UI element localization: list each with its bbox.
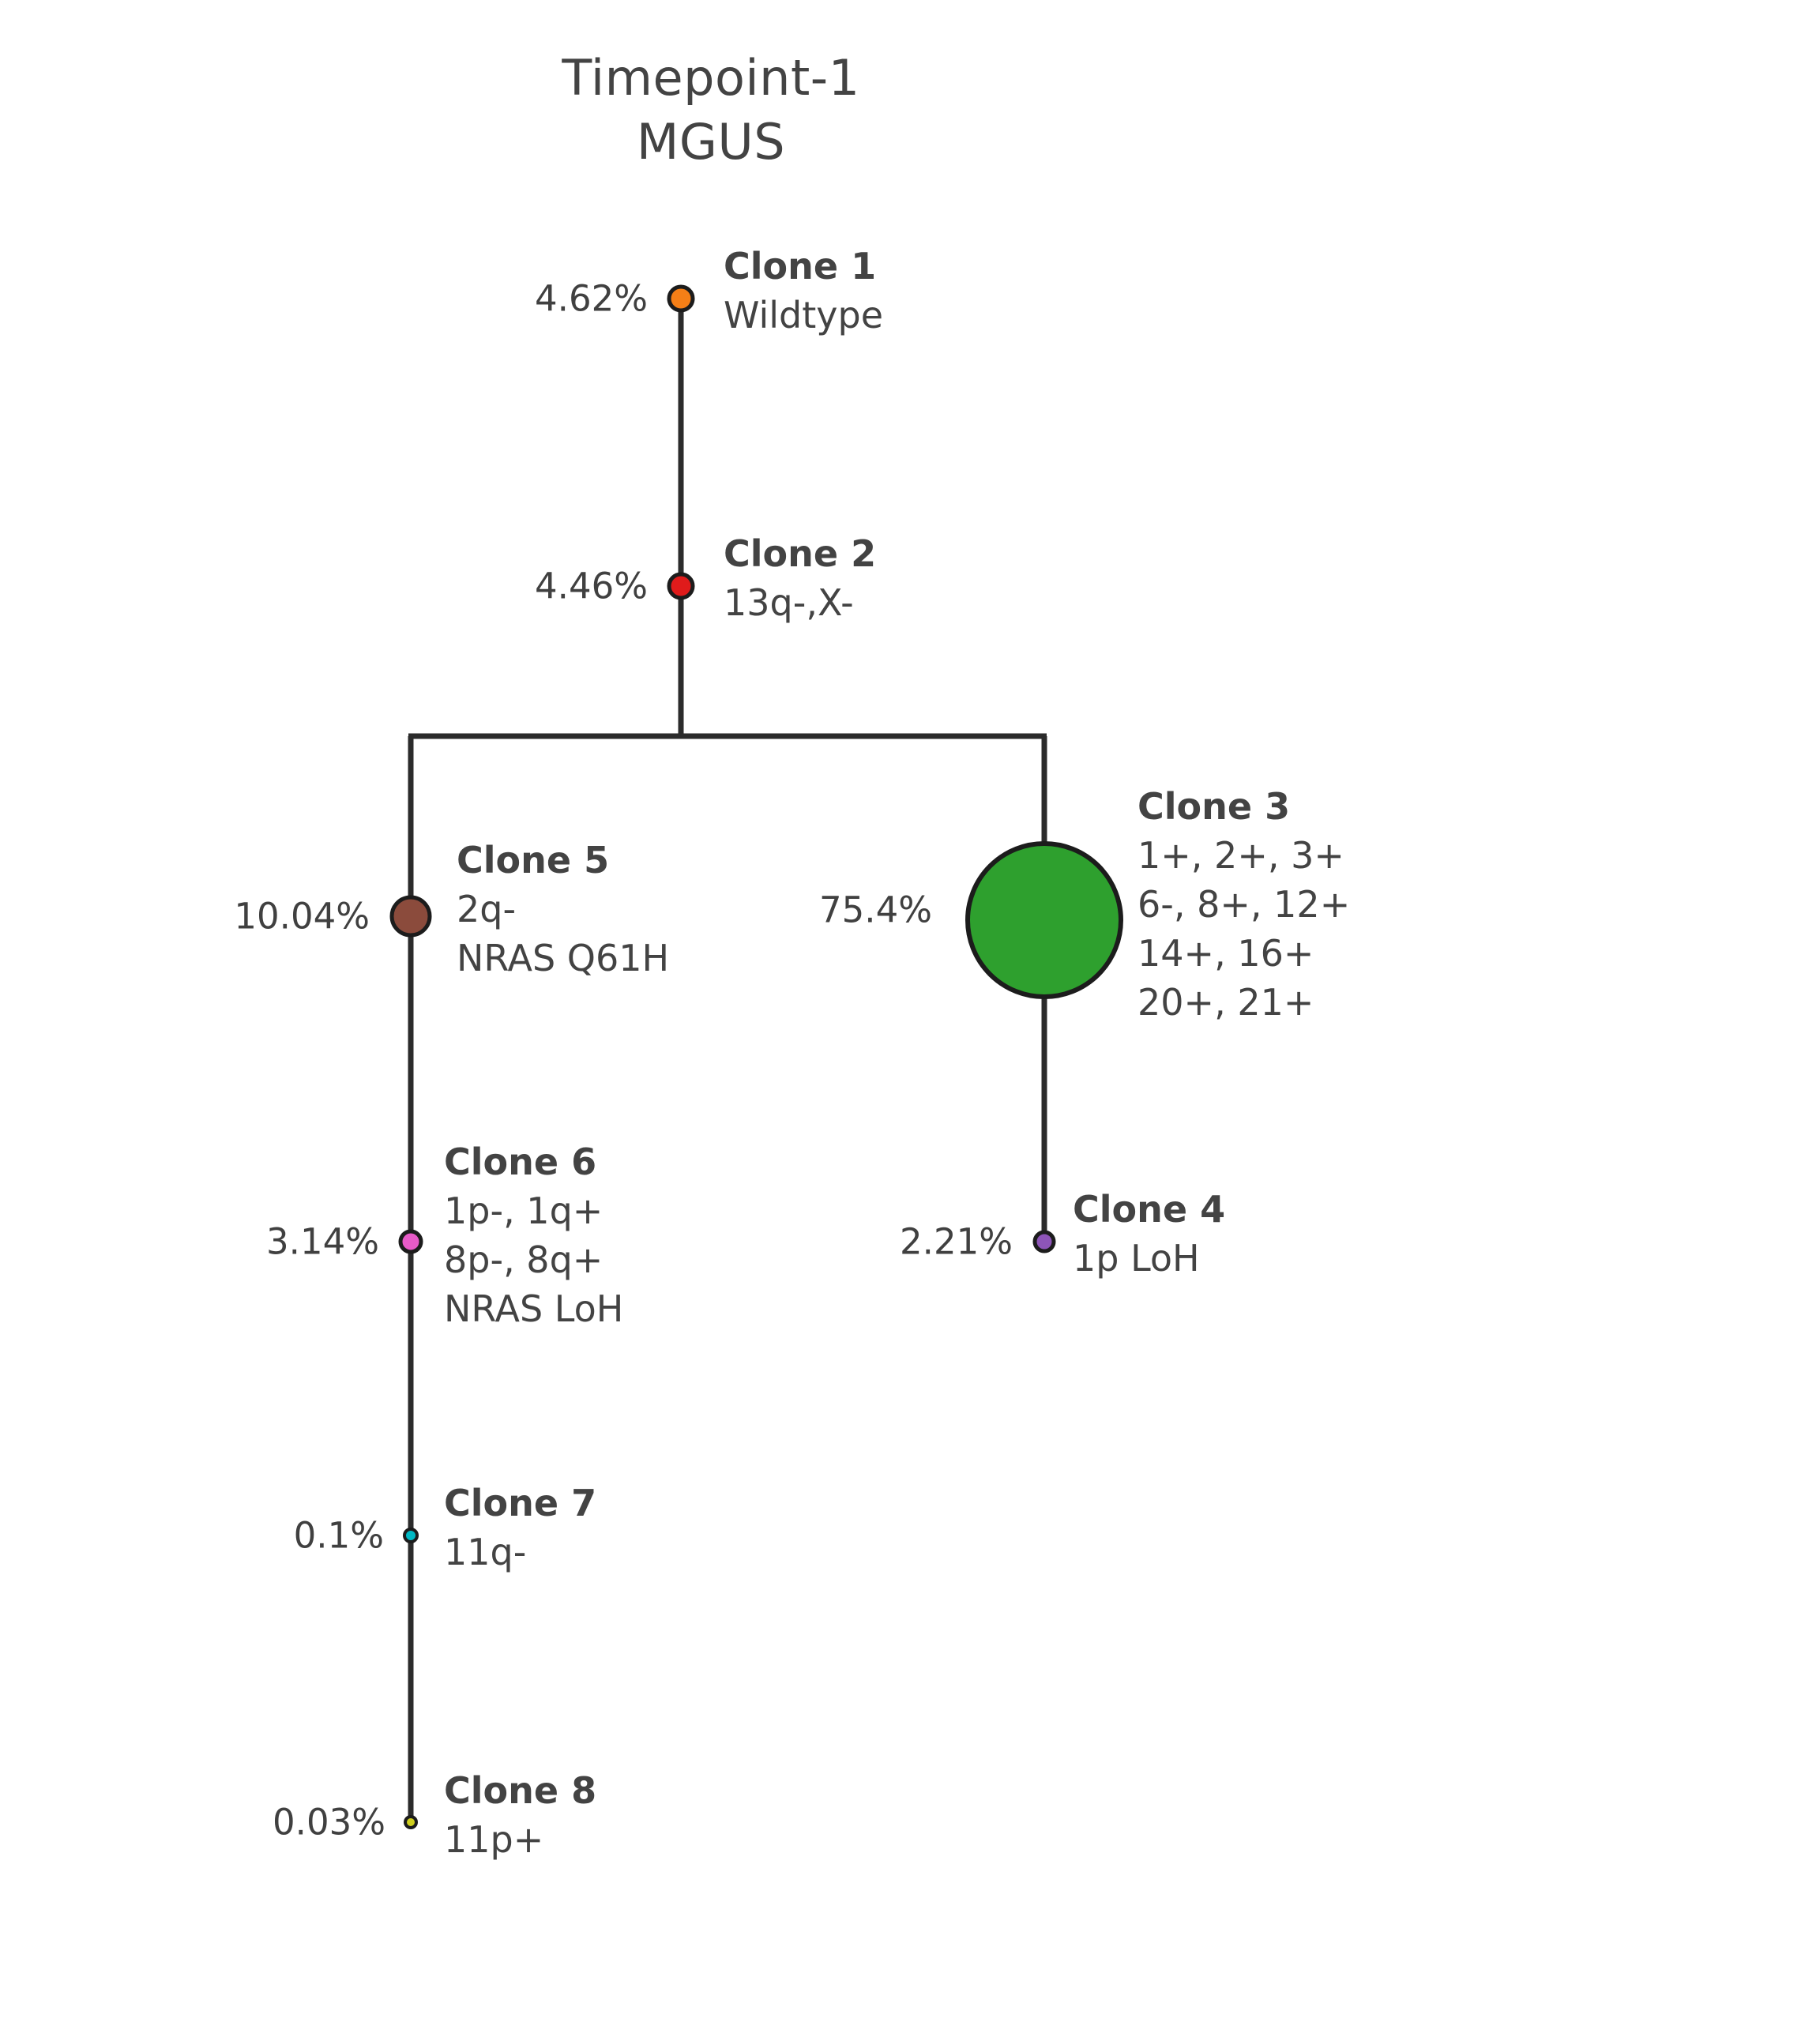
clone7-percent-label: 0.1% (293, 1514, 384, 1557)
clone5-label: Clone 5 2q- NRAS Q61H (457, 836, 669, 983)
clone8-percent-label: 0.03% (273, 1801, 385, 1843)
clone5-name: Clone 5 (457, 839, 610, 881)
clone1-annotation-1: Wildtype (724, 294, 883, 336)
clone3-name: Clone 3 (1138, 785, 1291, 828)
node-clone5-marker[interactable] (389, 895, 432, 938)
clone2-label: Clone 2 13q-,X- (724, 529, 876, 627)
clone6-name: Clone 6 (444, 1141, 597, 1183)
clone4-percent-label: 2.21% (900, 1220, 1013, 1263)
clone8-annotation-1: 11p+ (444, 1818, 544, 1861)
node-clone8-marker[interactable] (404, 1815, 418, 1829)
clone5-annotation-2: NRAS Q61H (457, 937, 670, 979)
clone3-label: Clone 3 1+, 2+, 3+ 6-, 8+, 12+ 14+, 16+ … (1138, 782, 1350, 1027)
clone1-label: Clone 1 Wildtype (724, 242, 883, 340)
clone3-annotation-3: 14+, 16+ (1138, 932, 1314, 975)
clone4-name: Clone 4 (1073, 1188, 1226, 1231)
clone2-name: Clone 2 (724, 532, 877, 575)
node-clone2-marker[interactable] (667, 572, 695, 600)
clone6-label: Clone 6 1p-, 1q+ 8p-, 8q+ NRAS LoH (444, 1137, 623, 1333)
clone1-name: Clone 1 (724, 245, 877, 288)
clone7-annotation-1: 11q- (444, 1531, 527, 1573)
tree-nodes (389, 284, 1123, 1829)
node-clone3-marker[interactable] (965, 841, 1123, 999)
clone4-annotation-1: 1p LoH (1073, 1237, 1200, 1280)
clone7-name: Clone 7 (444, 1482, 597, 1524)
clone6-annotation-3: NRAS LoH (444, 1287, 624, 1330)
clone3-percent-label: 75.4% (819, 889, 932, 931)
node-clone4-marker[interactable] (1032, 1230, 1056, 1253)
tree-edges (408, 299, 1047, 1822)
clone4-label: Clone 4 1p LoH (1073, 1185, 1225, 1283)
clone3-annotation-1: 1+, 2+, 3+ (1138, 834, 1344, 877)
clone7-label: Clone 7 11q- (444, 1479, 596, 1577)
clone6-annotation-2: 8p-, 8q+ (444, 1238, 604, 1281)
clone5-percent-label: 10.04% (234, 895, 370, 938)
clone6-percent-label: 3.14% (266, 1220, 379, 1263)
clone8-label: Clone 8 11p+ (444, 1766, 596, 1864)
clone2-percent-label: 4.46% (535, 565, 648, 607)
node-clone1-marker[interactable] (667, 284, 695, 313)
clone3-annotation-2: 6-, 8+, 12+ (1138, 883, 1351, 926)
clone8-name: Clone 8 (444, 1769, 597, 1812)
node-clone7-marker[interactable] (403, 1528, 419, 1543)
clone1-percent-label: 4.62% (535, 277, 648, 320)
clone2-annotation-1: 13q-,X- (724, 581, 854, 624)
clone3-annotation-4: 20+, 21+ (1138, 981, 1314, 1024)
node-clone6-marker[interactable] (398, 1229, 423, 1254)
clone5-annotation-1: 2q- (457, 888, 517, 930)
clone6-annotation-1: 1p-, 1q+ (444, 1190, 604, 1232)
